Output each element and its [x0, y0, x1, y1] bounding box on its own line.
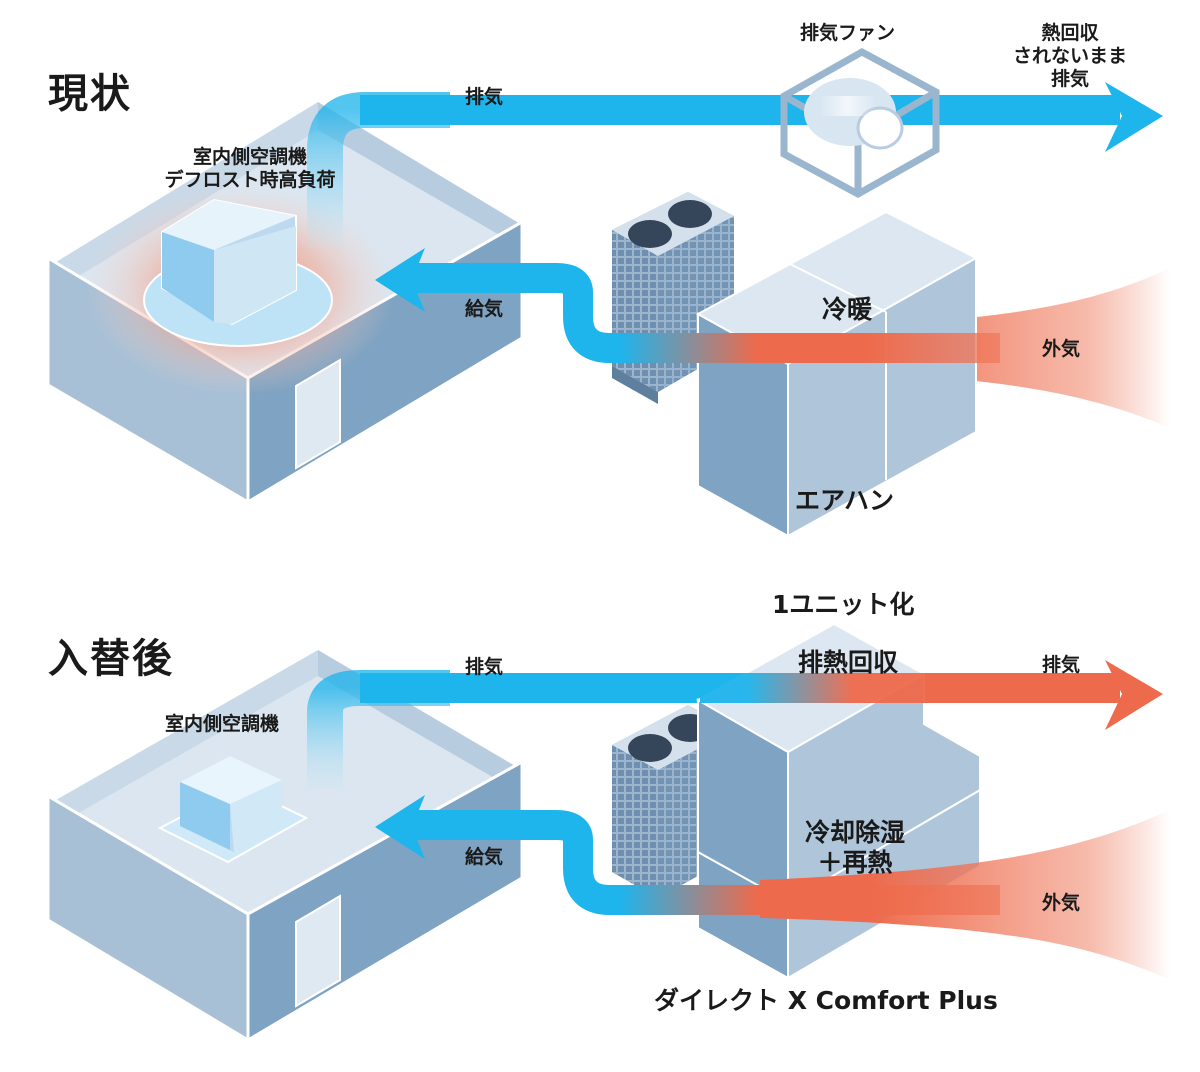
before-indoor-unit	[143, 198, 333, 347]
after-heat-recovery-label: 排熱回収	[798, 648, 899, 677]
after-building	[46, 641, 524, 1043]
before-indoor-unit-label-line2: デフロスト時高負荷	[164, 168, 336, 191]
after-exhaust-label: 排気	[465, 656, 504, 678]
after-unitized-label: 1ユニット化	[772, 590, 915, 619]
before-no-recovery-label-line3: 排気	[1050, 67, 1089, 90]
before-title: 現状	[48, 71, 132, 117]
after-supply-label: 給気	[465, 846, 504, 868]
before-outside-air-label: 外気	[1042, 338, 1081, 360]
before-exhaust-label: 排気	[465, 86, 504, 108]
before-fan-label: 排気ファン	[800, 22, 896, 44]
before-no-recovery-label-line1: 熱回収	[1041, 22, 1099, 44]
before-no-recovery-label-line2: されないまま	[1012, 44, 1127, 67]
before-heating-cooling-label: 冷暖	[822, 295, 873, 324]
before-ahu-label: エアハン	[795, 486, 895, 515]
before-indoor-unit-label-line1: 室内側空調機	[192, 146, 307, 168]
after-indoor-unit-label: 室内側空調機	[165, 713, 280, 735]
after-outside-air-label: 外気	[1042, 892, 1081, 914]
before-exhaust-fan	[780, 48, 940, 198]
before-indoor-unit-label: 室内側空調機 デフロスト時高負荷	[150, 146, 350, 192]
after-outlet-exhaust-label: 排気	[1042, 654, 1081, 676]
after-title: 入替後	[48, 636, 174, 682]
before-no-recovery-label: 熱回収 されないまま 排気	[1010, 22, 1130, 90]
after-outside-air	[610, 810, 1170, 980]
after-indoor-unit	[157, 756, 309, 864]
before-supply-label: 給気	[465, 298, 504, 320]
after-process-label-line1: 冷却除湿	[804, 818, 905, 847]
after-product-label: ダイレクト X Comfort Plus	[654, 986, 998, 1015]
before-air-handling-unit	[695, 210, 979, 538]
after-process-label: 冷却除湿 ＋再熱	[775, 818, 935, 878]
after-process-label-line2: ＋再熱	[817, 848, 893, 877]
